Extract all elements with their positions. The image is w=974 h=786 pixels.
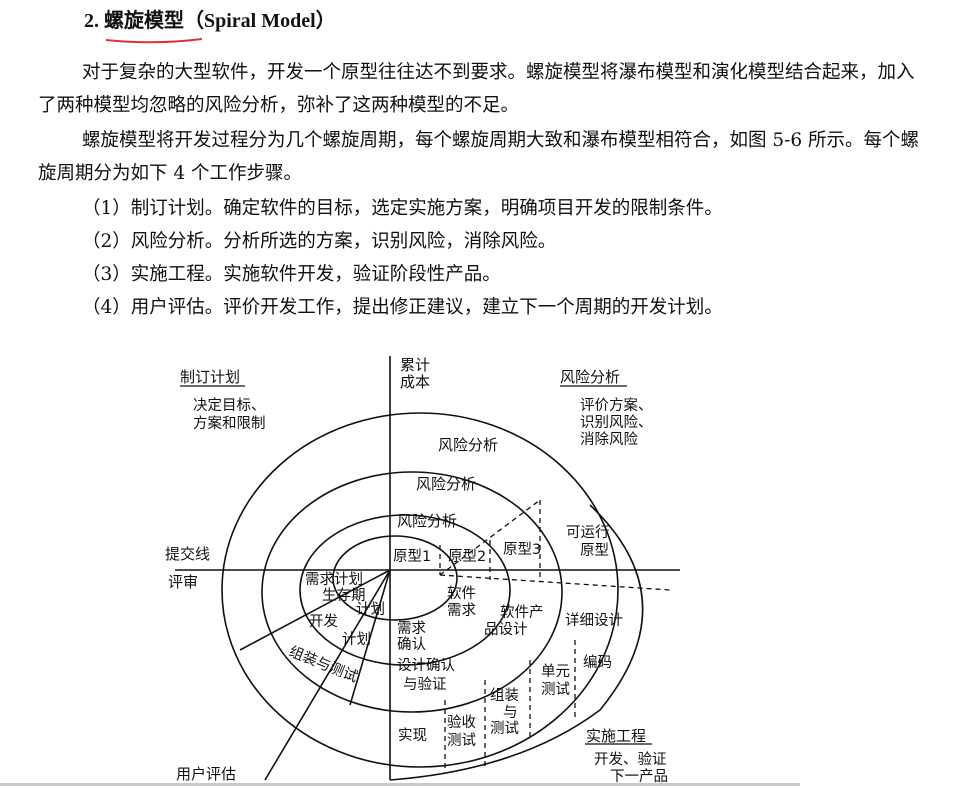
plan-development-2: 计划 — [342, 631, 371, 648]
spiral-loop-3 — [261, 471, 563, 713]
prototype-1: 原型1 — [393, 548, 431, 565]
quadrant-risk-title: 风险分析 — [560, 368, 620, 386]
work-req-confirm-1: 需求 — [397, 620, 426, 637]
axis-label-1: 累计 — [400, 356, 430, 374]
bottom-divider — [0, 783, 800, 786]
work-unit-test-2: 测试 — [541, 681, 570, 698]
plan-requirements: 需求计划 — [305, 571, 363, 588]
work-unit-test-1: 单元 — [541, 663, 570, 680]
plan-integration: 组装与测试 — [287, 643, 361, 686]
work-software-2: 需求 — [447, 602, 476, 619]
section-number: 2. — [84, 10, 99, 32]
quadrant-engineering-title: 实施工程 — [586, 727, 646, 745]
work-detailed-design: 详细设计 — [565, 612, 623, 629]
work-software-1: 软件 — [447, 585, 476, 602]
work-integration-2: 与 — [503, 704, 518, 721]
section-heading: 2. 螺旋模型（Spiral Model） — [84, 4, 336, 33]
work-design-verify-2: 与验证 — [403, 676, 447, 693]
step-risk: （2）风险分析。分析所选的方案，识别风险，消除风险。 — [82, 231, 557, 252]
spiral-model-figure: 累计 成本 制订计划 决定目标、 方案和限制 风险分析 评价方案、 识别风险、 … — [165, 356, 680, 785]
spiral-loop-outer — [221, 412, 619, 768]
quadrant-eval-title: 用户评估 — [176, 765, 236, 783]
left-label-review: 评审 — [168, 573, 198, 591]
work-acceptance-1: 验收 — [447, 714, 476, 731]
step-evaluation: （4）用户评估。评价开发工作，提出修正建议，建立下一个周期的开发计划。 — [82, 297, 723, 318]
quadrant-risk-desc-1: 评价方案、 — [580, 396, 653, 414]
work-design-verify-1: 设计确认 — [397, 657, 455, 674]
plan-lifecycle-2: 计划 — [356, 601, 385, 618]
plan-lifecycle-1: 生存期 — [322, 587, 366, 604]
step-engineering: （3）实施工程。实施软件开发，验证阶段性产品。 — [82, 264, 501, 285]
spiral-loop-1 — [332, 535, 458, 621]
quadrant-plan-title: 制订计划 — [180, 368, 240, 386]
risk-label-middle: 风险分析 — [416, 475, 476, 493]
risk-label-outer: 风险分析 — [438, 436, 498, 454]
work-integration-3: 测试 — [490, 720, 519, 737]
plan-development-1: 开发 — [309, 613, 338, 630]
red-underline-annotation — [105, 38, 203, 44]
quadrant-plan-desc-1: 决定目标、 — [193, 397, 266, 414]
paragraph-intro: 对于复杂的大型软件，开发一个原型往往达不到要求。螺旋模型将瀑布模型和演化模型结合… — [38, 62, 915, 116]
operational-prototype-1: 可运行 — [566, 524, 610, 541]
work-req-confirm-2: 确认 — [397, 636, 426, 653]
left-label-submit: 提交线 — [165, 545, 210, 563]
paragraph-cycles: 螺旋模型将开发过程分为几个螺旋周期，每个螺旋周期大致和瀑布模型相符合，如图 5-… — [38, 130, 920, 184]
quadrant-engineering-desc-2: 下一产品 — [610, 768, 668, 785]
quadrant-risk-desc-3: 消除风险 — [580, 431, 638, 448]
work-product-design-2: 品设计 — [484, 621, 528, 638]
spiral-outer-swoop — [389, 504, 644, 781]
axis-label-2: 成本 — [400, 373, 430, 391]
section-title: 螺旋模型（Spiral Model） — [104, 10, 336, 32]
work-product-design-1: 软件产 — [500, 604, 544, 621]
quadrant-plan-desc-2: 方案和限制 — [193, 414, 266, 432]
spiral-loop-2 — [299, 514, 511, 666]
prototype-3: 原型3 — [503, 541, 541, 558]
work-integration-1: 组装 — [490, 687, 519, 704]
work-acceptance-2: 测试 — [447, 732, 476, 749]
work-coding: 编码 — [583, 654, 612, 671]
quadrant-engineering-desc-1: 开发、验证 — [594, 751, 667, 768]
risk-label-inner: 风险分析 — [397, 512, 457, 530]
prototype-2: 原型2 — [448, 548, 486, 565]
quadrant-risk-desc-2: 识别风险、 — [580, 414, 653, 431]
step-plan: （1）制订计划。确定软件的目标，选定实施方案，明确项目开发的限制条件。 — [82, 198, 723, 219]
operational-prototype-2: 原型 — [580, 542, 609, 559]
work-implementation: 实现 — [398, 727, 427, 744]
